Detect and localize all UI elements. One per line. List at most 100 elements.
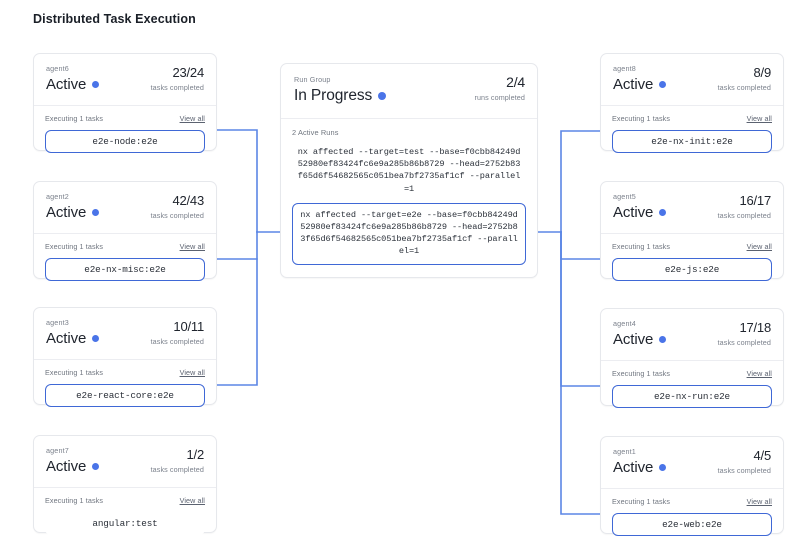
view-all-link[interactable]: View all <box>746 369 772 378</box>
agent-name: agent8 <box>613 64 636 73</box>
agent-status-row: Active <box>46 457 204 476</box>
agent-status-label: Active <box>46 330 87 347</box>
view-all-link[interactable]: View all <box>179 242 205 251</box>
agent-card-body: Executing 1 tasks View all e2e-node:e2e <box>34 106 216 163</box>
agent-status-label: Active <box>46 458 87 475</box>
executing-label: Executing 1 tasks <box>612 369 671 378</box>
status-dot-icon <box>92 81 100 88</box>
page-title: Distributed Task Execution <box>33 12 196 26</box>
agent-status-row: Active <box>46 203 204 222</box>
agent-task-count-value: 23/24 <box>172 65 204 80</box>
status-dot-icon <box>92 209 100 216</box>
task-label: angular:test <box>92 518 158 529</box>
run-command-plain[interactable]: nx affected --target=test --base=f0cbb84… <box>297 147 521 194</box>
agent-task-count-label: tasks completed <box>150 337 204 346</box>
task-label: e2e-nx-run:e2e <box>653 391 730 402</box>
task-box[interactable]: e2e-nx-init:e2e <box>612 130 772 153</box>
run-group-count: 2/4 runs completed <box>474 75 525 103</box>
agent-card-header: agent1 Active 4/5 tasks completed <box>601 437 783 489</box>
run-group-count-label: runs completed <box>474 93 525 102</box>
agent-task-count: 1/2 tasks completed <box>151 447 205 475</box>
agent-name: agent7 <box>46 446 69 455</box>
status-dot-icon <box>92 335 100 342</box>
agent-card-body: Executing 1 tasks View all e2e-react-cor… <box>34 360 216 417</box>
agent-task-count: 17/18 tasks completed <box>717 320 772 348</box>
task-box[interactable]: e2e-nx-misc:e2e <box>45 258 205 281</box>
agent-task-count: 16/17 tasks completed <box>718 193 772 221</box>
executing-row: Executing 1 tasks View all <box>45 368 205 377</box>
task-label: e2e-node:e2e <box>92 136 158 147</box>
agent-card-header: agent2 Active 42/43 tasks completed <box>34 182 216 234</box>
view-all-link[interactable]: View all <box>179 496 205 505</box>
agent-task-count-value: 4/5 <box>753 448 772 463</box>
agent-name: agent5 <box>613 192 636 201</box>
executing-row: Executing 1 tasks View all <box>612 242 772 251</box>
agent-task-count-value: 8/9 <box>753 65 772 80</box>
agent-status-label: Active <box>46 76 87 93</box>
view-all-link[interactable]: View all <box>746 497 772 506</box>
task-box[interactable]: e2e-react-core:e2e <box>45 384 205 407</box>
agent-status-row: Active <box>613 458 771 477</box>
task-label: e2e-js:e2e <box>664 264 720 275</box>
agent-task-count-label: tasks completed <box>717 466 771 475</box>
agent-task-count-value: 42/43 <box>172 193 204 208</box>
task-box[interactable]: e2e-js:e2e <box>612 258 772 281</box>
agent-status-row: Active <box>613 203 771 222</box>
task-box[interactable]: e2e-web:e2e <box>612 513 772 536</box>
agent-task-count-value: 17/18 <box>739 320 771 335</box>
agent-card-agent6[interactable]: agent6 Active 23/24 tasks completed Exec… <box>33 53 217 153</box>
executing-label: Executing 1 tasks <box>45 114 104 123</box>
agent-card-agent1[interactable]: agent1 Active 4/5 tasks completed Execut… <box>600 436 784 536</box>
agent-card-header: agent4 Active 17/18 tasks completed <box>601 309 783 361</box>
agent-card-agent3[interactable]: agent3 Active 10/11 tasks completed Exec… <box>33 307 217 407</box>
agent-card-agent2[interactable]: agent2 Active 42/43 tasks completed Exec… <box>33 181 217 281</box>
status-dot-icon <box>92 463 100 470</box>
agent-card-agent5[interactable]: agent5 Active 16/17 tasks completed Exec… <box>600 181 784 281</box>
agent-name: agent6 <box>46 64 69 73</box>
agent-status-label: Active <box>613 204 654 221</box>
executing-label: Executing 1 tasks <box>45 242 104 251</box>
agent-status-label: Active <box>613 459 654 476</box>
agent-card-agent8[interactable]: agent8 Active 8/9 tasks completed Execut… <box>600 53 784 153</box>
run-command-highlighted[interactable]: nx affected --target=e2e --base=f0cbb842… <box>292 202 526 265</box>
task-label: e2e-react-core:e2e <box>76 390 174 401</box>
run-group-body: 2 Active Runs nx affected --target=test … <box>281 119 537 277</box>
agent-card-body: Executing 1 tasks View all e2e-nx-misc:e… <box>34 234 216 291</box>
executing-label: Executing 1 tasks <box>45 496 104 505</box>
agent-card-header: agent3 Active 10/11 tasks completed <box>34 308 216 360</box>
executing-label: Executing 1 tasks <box>45 368 104 377</box>
status-dot-icon <box>378 91 387 100</box>
agent-card-body: Executing 1 tasks View all e2e-nx-run:e2… <box>601 361 783 418</box>
task-box[interactable]: angular:test <box>45 512 205 535</box>
status-dot-icon <box>659 464 667 471</box>
run-group-header: Run Group In Progress 2/4 runs completed <box>281 64 537 119</box>
agent-task-count-value: 10/11 <box>173 319 204 334</box>
view-all-link[interactable]: View all <box>179 114 205 123</box>
agent-status-row: Active <box>46 75 204 94</box>
executing-label: Executing 1 tasks <box>612 497 671 506</box>
view-all-link[interactable]: View all <box>746 114 772 123</box>
agent-status-label: Active <box>613 76 654 93</box>
agent-card-body: Executing 1 tasks View all e2e-web:e2e <box>601 489 783 546</box>
agent-card-agent7[interactable]: agent7 Active 1/2 tasks completed Execut… <box>33 435 217 535</box>
view-all-link[interactable]: View all <box>746 242 772 251</box>
agent-card-agent4[interactable]: agent4 Active 17/18 tasks completed Exec… <box>600 308 784 408</box>
run-group-kicker: Run Group <box>294 75 331 84</box>
run-group-card[interactable]: Run Group In Progress 2/4 runs completed… <box>280 63 538 278</box>
agent-task-count-label: tasks completed <box>150 211 204 220</box>
agent-task-count-label: tasks completed <box>717 338 771 347</box>
view-all-link[interactable]: View all <box>179 368 205 377</box>
task-box[interactable]: e2e-node:e2e <box>45 130 205 153</box>
executing-row: Executing 1 tasks View all <box>612 114 772 123</box>
agent-task-count-value: 16/17 <box>739 193 771 208</box>
run-group-status-label: In Progress <box>294 87 373 104</box>
agent-task-count: 10/11 tasks completed <box>150 319 205 347</box>
agent-status-row: Active <box>613 75 771 94</box>
task-box[interactable]: e2e-nx-run:e2e <box>612 385 772 408</box>
executing-label: Executing 1 tasks <box>612 242 671 251</box>
run-group-count-value: 2/4 <box>506 74 525 90</box>
agent-status-label: Active <box>46 204 87 221</box>
agent-card-header: agent7 Active 1/2 tasks completed <box>34 436 216 488</box>
executing-row: Executing 1 tasks View all <box>45 496 205 505</box>
